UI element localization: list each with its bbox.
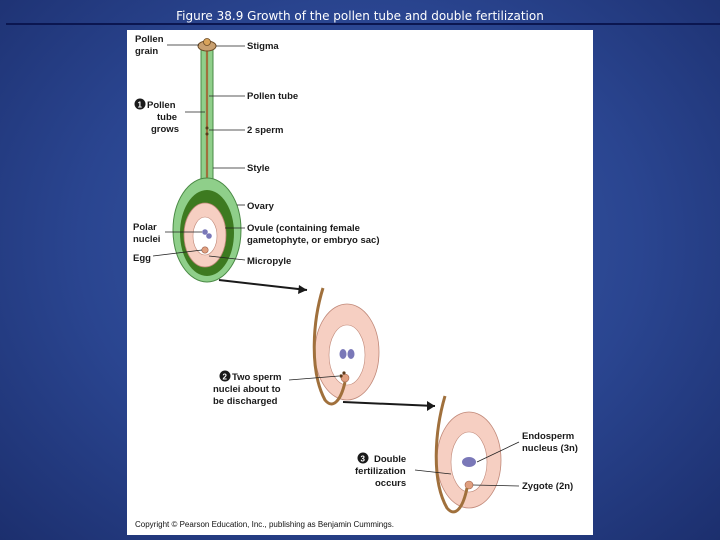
stage2-ovule (314, 288, 379, 404)
label-pollen-grain-2: grain (135, 46, 158, 57)
label-step2-line1: Two sperm (232, 372, 281, 383)
arrow-to-stage2 (219, 280, 307, 290)
label-step3-line1: Double (374, 454, 406, 465)
step3-number: 3 (361, 455, 366, 464)
label-ovule-line2: gametophyte, or embryo sac) (247, 235, 380, 246)
egg-cell (202, 247, 208, 253)
sperm-dot (206, 127, 209, 130)
label-endosperm-line2: nucleus (3n) (522, 443, 578, 454)
polar-nucleus (348, 349, 355, 359)
label-step1-line2: tube (157, 112, 177, 123)
label-pollen-grain-1: Pollen (135, 34, 164, 45)
label-stigma: Stigma (247, 41, 279, 52)
label-polar-2: nuclei (133, 234, 160, 245)
label-step2-line2: nuclei about to (213, 384, 281, 395)
label-two-sperm: 2 sperm (247, 125, 283, 136)
label-ovary: Ovary (247, 201, 275, 212)
figure-panel: Pollen grain Stigma Pollen tube 1 Pollen… (127, 30, 593, 535)
endosperm-nucleus (462, 457, 476, 467)
polar-nucleus (206, 233, 212, 239)
pistil-illustration (173, 39, 241, 283)
label-zygote: Zygote (2n) (522, 481, 573, 492)
label-step2-line3: be discharged (213, 396, 278, 407)
sperm-dot (339, 374, 342, 377)
sperm-dot (342, 371, 345, 374)
label-step3-line2: fertilization (355, 466, 406, 477)
arrow-head (427, 401, 435, 411)
label-polar-1: Polar (133, 222, 157, 233)
label-style: Style (247, 163, 270, 174)
step1-number: 1 (138, 101, 143, 110)
polar-nucleus (340, 349, 347, 359)
label-step1-line3: grows (151, 124, 179, 135)
label-step3-line3: occurs (375, 478, 406, 489)
label-pollen-tube: Pollen tube (247, 91, 298, 102)
step2-number: 2 (223, 373, 228, 382)
sperm-dot (206, 133, 209, 136)
zygote-cell (465, 481, 473, 489)
label-endosperm-line1: Endosperm (522, 431, 574, 442)
label-egg: Egg (133, 253, 151, 264)
title-divider (6, 23, 720, 25)
arrow-head (298, 285, 307, 294)
polar-nucleus (202, 229, 208, 235)
slide-title: Figure 38.9 Growth of the pollen tube an… (0, 9, 720, 23)
label-step1-line1: Pollen (147, 100, 176, 111)
copyright-notice: Copyright © Pearson Education, Inc., pub… (135, 520, 394, 529)
double-fertilization-diagram: Pollen grain Stigma Pollen tube 1 Pollen… (127, 30, 593, 535)
label-ovule-line1: Ovule (containing female (247, 223, 360, 234)
arrow-to-stage3 (343, 402, 435, 406)
stage3-ovule (436, 396, 501, 512)
pollen-grain-shape (204, 39, 211, 46)
label-micropyle: Micropyle (247, 256, 291, 267)
